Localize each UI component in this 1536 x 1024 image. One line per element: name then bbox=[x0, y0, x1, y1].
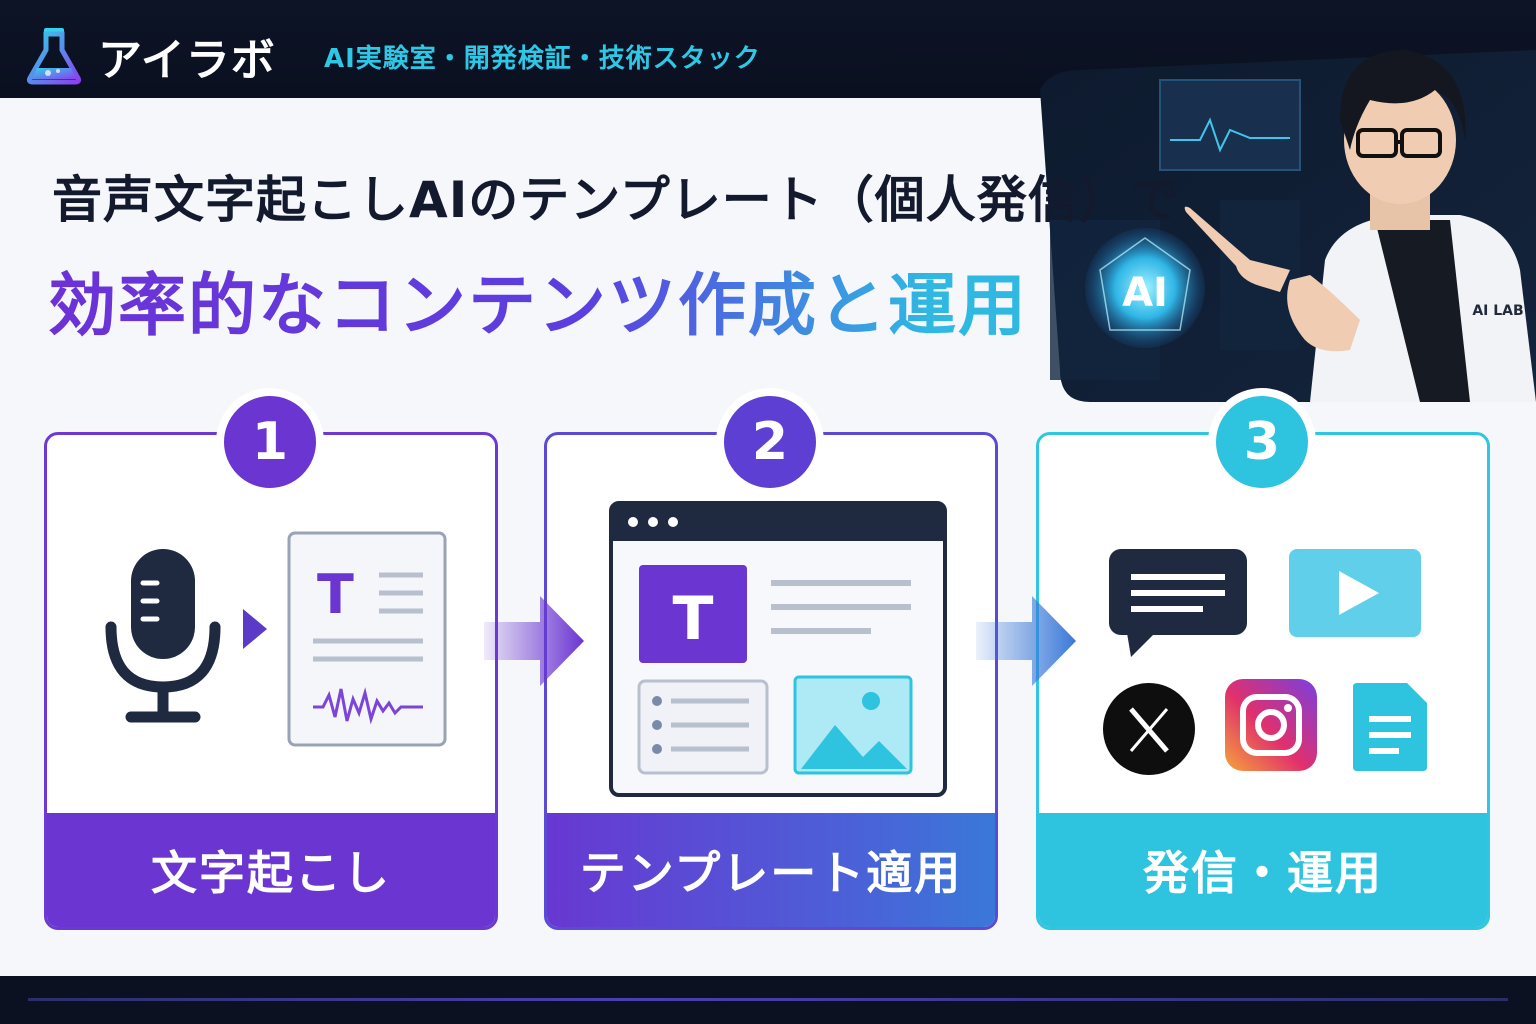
microphone-icon bbox=[105, 549, 221, 723]
step-label-2: テンプレート適用 bbox=[547, 813, 995, 927]
step-number-1: 1 bbox=[216, 388, 324, 496]
coat-label: AI LAB bbox=[1472, 303, 1523, 319]
orb-label: AI bbox=[1122, 270, 1168, 316]
flow-arrow-1-icon bbox=[484, 596, 584, 686]
svg-text:T: T bbox=[673, 584, 714, 654]
step-card-template: T テンプレート適用 bbox=[544, 432, 998, 930]
flow-arrow-2-icon bbox=[976, 596, 1076, 686]
video-play-icon bbox=[1289, 549, 1421, 637]
x-logo-icon bbox=[1103, 683, 1195, 775]
headline-line-2: 効率的なコンテンツ作成と運用 bbox=[48, 250, 1028, 349]
transcript-document-icon: T bbox=[287, 531, 447, 747]
header-bar: アイラボ AI実験室・開発検証・技術スタック bbox=[0, 0, 1536, 98]
brand-tagline: AI実験室・開発検証・技術スタック bbox=[324, 44, 761, 74]
instagram-icon bbox=[1225, 679, 1317, 771]
step-label-3: 発信・運用 bbox=[1039, 813, 1487, 927]
footer-accent-line bbox=[28, 998, 1508, 1001]
template-window-icon: T bbox=[609, 501, 947, 797]
svg-text:T: T bbox=[317, 563, 354, 626]
chat-bubble-icon bbox=[1109, 549, 1247, 657]
step-number-3: 3 bbox=[1208, 388, 1316, 496]
step-card-publish: 発信・運用 bbox=[1036, 432, 1490, 930]
document-icon bbox=[1353, 683, 1427, 771]
step-label-1: 文字起こし bbox=[47, 813, 495, 927]
arrow-right-icon bbox=[243, 609, 267, 649]
step-number-2: 2 bbox=[716, 388, 824, 496]
headline-line-1: 音声文字起こしAIのテンプレート（個人発信）で bbox=[52, 171, 1181, 229]
step-card-transcription: T 文字起こし bbox=[44, 432, 498, 930]
hero-illustration: AI AI LAB bbox=[1040, 50, 1536, 402]
flask-logo-icon bbox=[26, 28, 82, 85]
brand-name: アイラボ bbox=[98, 35, 276, 86]
